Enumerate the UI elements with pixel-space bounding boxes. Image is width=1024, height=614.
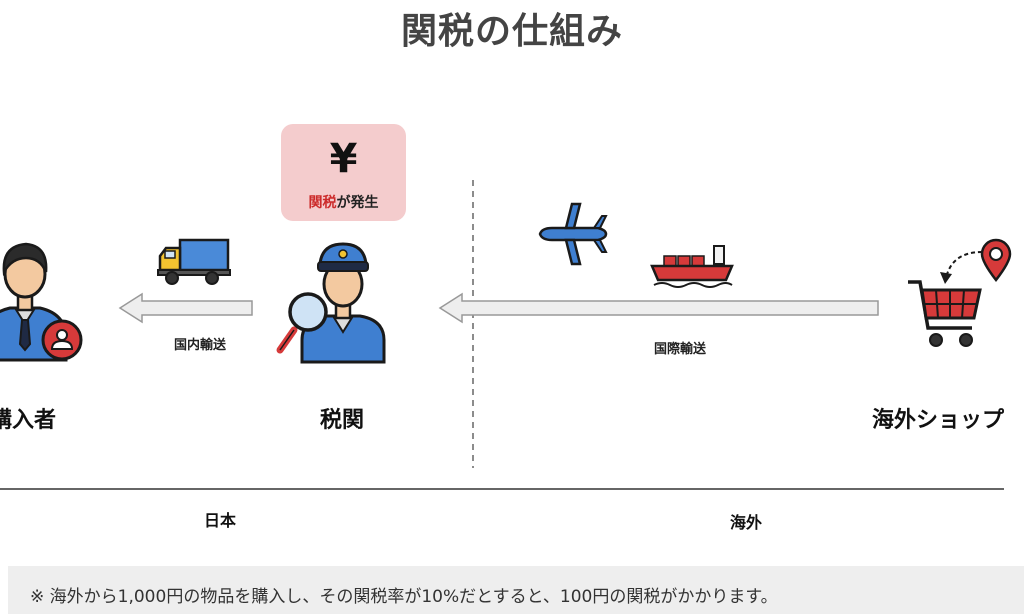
cart-icon (908, 280, 982, 347)
international-transport-label: 国際輸送 (653, 342, 706, 357)
pin-to-cart-curve (940, 251, 983, 284)
overseas-label: 海外 (729, 513, 762, 532)
domestic-arrow (118, 292, 253, 324)
overseas-shop-label: 海外ショップ (872, 408, 1005, 433)
customs-officer-icon (300, 242, 386, 364)
badge-icon (41, 319, 83, 361)
note-bar: ※ 海外から1,000円の物品を購入し、その関税率が10%だとすると、100円の… (8, 566, 1024, 614)
tax-suffix: が発生 (336, 195, 379, 211)
border-dashed-line (472, 180, 474, 468)
note-text: ※ 海外から1,000円の物品を購入し、その関税率が10%だとすると、100円の… (30, 587, 778, 607)
buyer-label: 購入者 (0, 408, 56, 433)
location-pin-icon (980, 238, 1012, 283)
tax-emphasis: 関税 (308, 195, 337, 211)
tax-occurrence-text: 関税が発生 (281, 192, 406, 212)
customs-label: 税関 (319, 408, 364, 433)
ship-icon (650, 245, 734, 288)
region-divider (0, 488, 1004, 490)
yen-symbol: ¥ (329, 136, 358, 182)
domestic-transport-label: 国内輸送 (173, 338, 226, 353)
japan-label: 日本 (203, 511, 236, 530)
page-title: 関税の仕組み (400, 11, 623, 52)
international-arrow (438, 292, 879, 324)
truck-icon (157, 238, 231, 285)
magnifier-icon (276, 292, 328, 354)
tax-occurrence-box: ¥ 関税が発生 (281, 124, 406, 221)
airplane-icon (538, 202, 608, 266)
